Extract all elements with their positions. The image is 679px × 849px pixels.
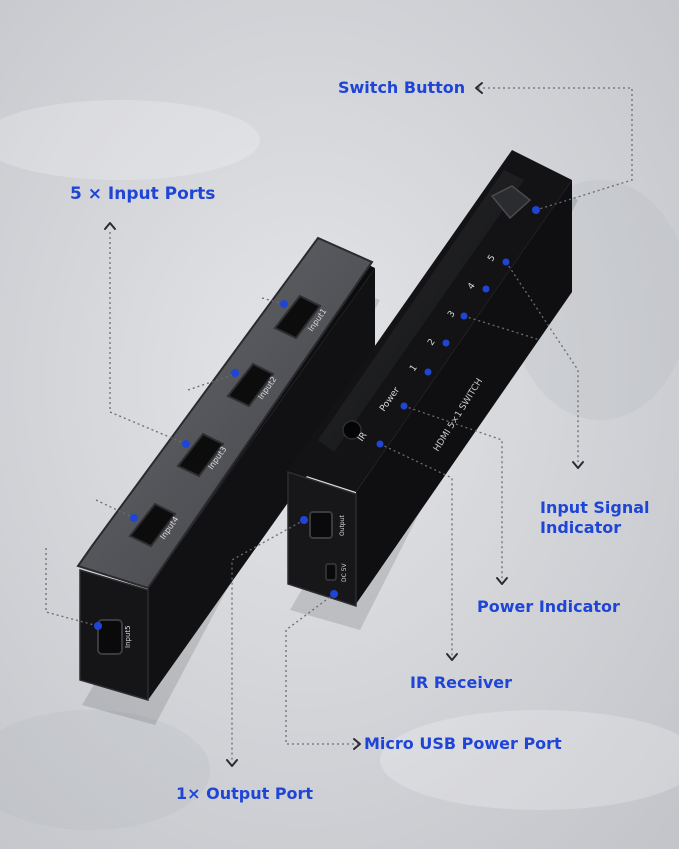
pointer-dot-icon (300, 516, 308, 524)
label-input-signal-line1: Input Signal (540, 498, 650, 517)
arrow-left-icon (475, 82, 483, 94)
indicator-label-4: 4 (466, 281, 478, 292)
label-power-indicator: Power Indicator (477, 597, 620, 616)
pointer-dot-icon (502, 258, 510, 266)
pointer-dot-icon (400, 402, 408, 410)
indicator-label-5: 5 (486, 253, 497, 263)
arrow-right-icon (353, 738, 361, 750)
pointer-dot-icon (130, 514, 138, 522)
hdmi-port-input2 (226, 362, 275, 408)
arrow-down-icon (226, 759, 238, 767)
arrow-down-icon (446, 653, 458, 661)
output-hdmi-port (309, 511, 333, 539)
switch-button[interactable] (490, 185, 532, 220)
micro-usb-port (325, 563, 337, 581)
leader-lines (45, 87, 633, 762)
right-device (287, 150, 572, 608)
hdmi-port-input4 (128, 502, 177, 548)
ir-receiver-window (342, 420, 362, 440)
pointer-dot-icon (182, 440, 190, 448)
pointer-dot-icon (330, 590, 338, 598)
left-device (76, 236, 375, 702)
port-label-dc: DC 5V (341, 562, 348, 582)
arrow-down-icon (572, 461, 584, 469)
pointer-dot-icon (280, 300, 288, 308)
pointer-dot-icon (532, 206, 540, 214)
background-texture (0, 100, 679, 830)
pointer-dot-icon (442, 339, 450, 347)
arrow-down-icon (496, 577, 508, 585)
label-micro-usb-power-port: Micro USB Power Port (364, 734, 562, 753)
pointer-dot-icon (460, 312, 468, 320)
port-label-input5: Input5 (124, 625, 132, 648)
pointer-dot-icon (424, 368, 432, 376)
hdmi-port-input3 (176, 432, 225, 478)
pointer-dot-icon (231, 369, 239, 377)
pointer-dot-icon (376, 440, 384, 448)
label-output-port: 1× Output Port (176, 784, 314, 803)
label-ir-receiver: IR Receiver (410, 673, 513, 692)
label-input-signal-indicator: Input Signal Indicator (540, 498, 670, 538)
pointer-dots (94, 206, 540, 630)
port-label-output: Output (339, 515, 346, 536)
indicator-label-1: 1 (408, 363, 419, 373)
indicator-label-2: 2 (426, 337, 437, 347)
label-input-ports: 5 × Input Ports (70, 184, 216, 204)
pointer-dot-icon (94, 622, 102, 630)
indicator-label-3: 3 (446, 309, 457, 319)
pointer-dot-icon (482, 285, 490, 293)
arrow-up-icon (104, 222, 116, 230)
hdmi-port-input1 (273, 294, 322, 340)
label-input-signal-line2: Indicator (540, 518, 622, 537)
left-front-port (97, 619, 123, 655)
label-switch-button: Switch Button (338, 78, 466, 97)
left-hdmi-ports (128, 294, 322, 548)
